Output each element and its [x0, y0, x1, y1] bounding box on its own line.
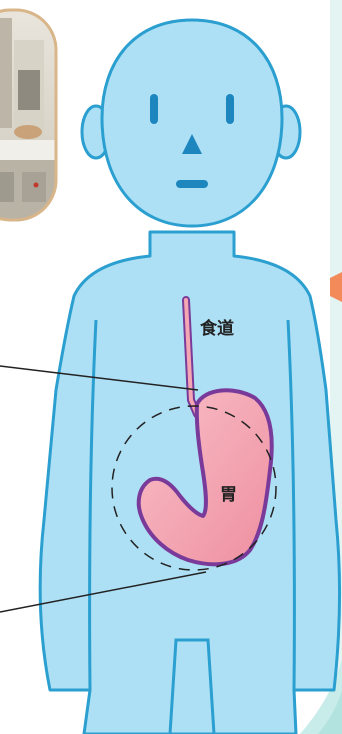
esophagus-label: 食道	[200, 318, 234, 339]
mouth	[176, 180, 208, 188]
head	[102, 20, 282, 226]
stomach-label: 胃	[220, 485, 237, 505]
examination-room-photo	[0, 10, 60, 220]
right-eye	[226, 94, 234, 124]
left-eye	[150, 94, 158, 124]
